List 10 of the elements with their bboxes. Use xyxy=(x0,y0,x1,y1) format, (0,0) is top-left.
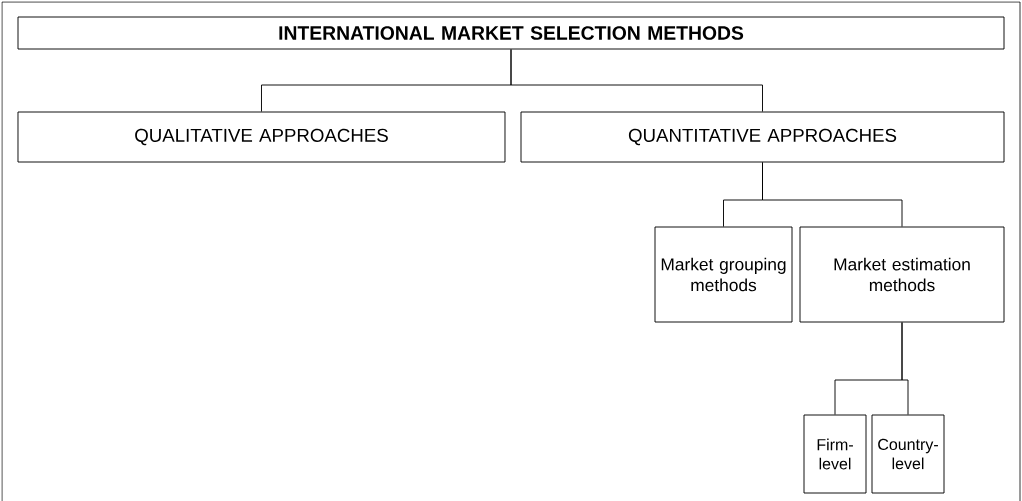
category-box: Firm-level xyxy=(803,414,867,494)
connector-line xyxy=(901,322,909,415)
category-box: QUALITATIVE APPROACHES xyxy=(17,111,506,163)
category-box: Country-level xyxy=(871,414,945,494)
connector-line xyxy=(762,162,903,227)
category-box: QUANTITATIVE APPROACHES xyxy=(520,111,1005,163)
connector-line xyxy=(510,49,763,112)
title-box: INTERNATIONAL MARKET SELECTION METHODS xyxy=(17,16,1005,50)
category-box: Market grouping methods xyxy=(654,226,793,323)
category-box: Market estimation methods xyxy=(799,226,1005,323)
